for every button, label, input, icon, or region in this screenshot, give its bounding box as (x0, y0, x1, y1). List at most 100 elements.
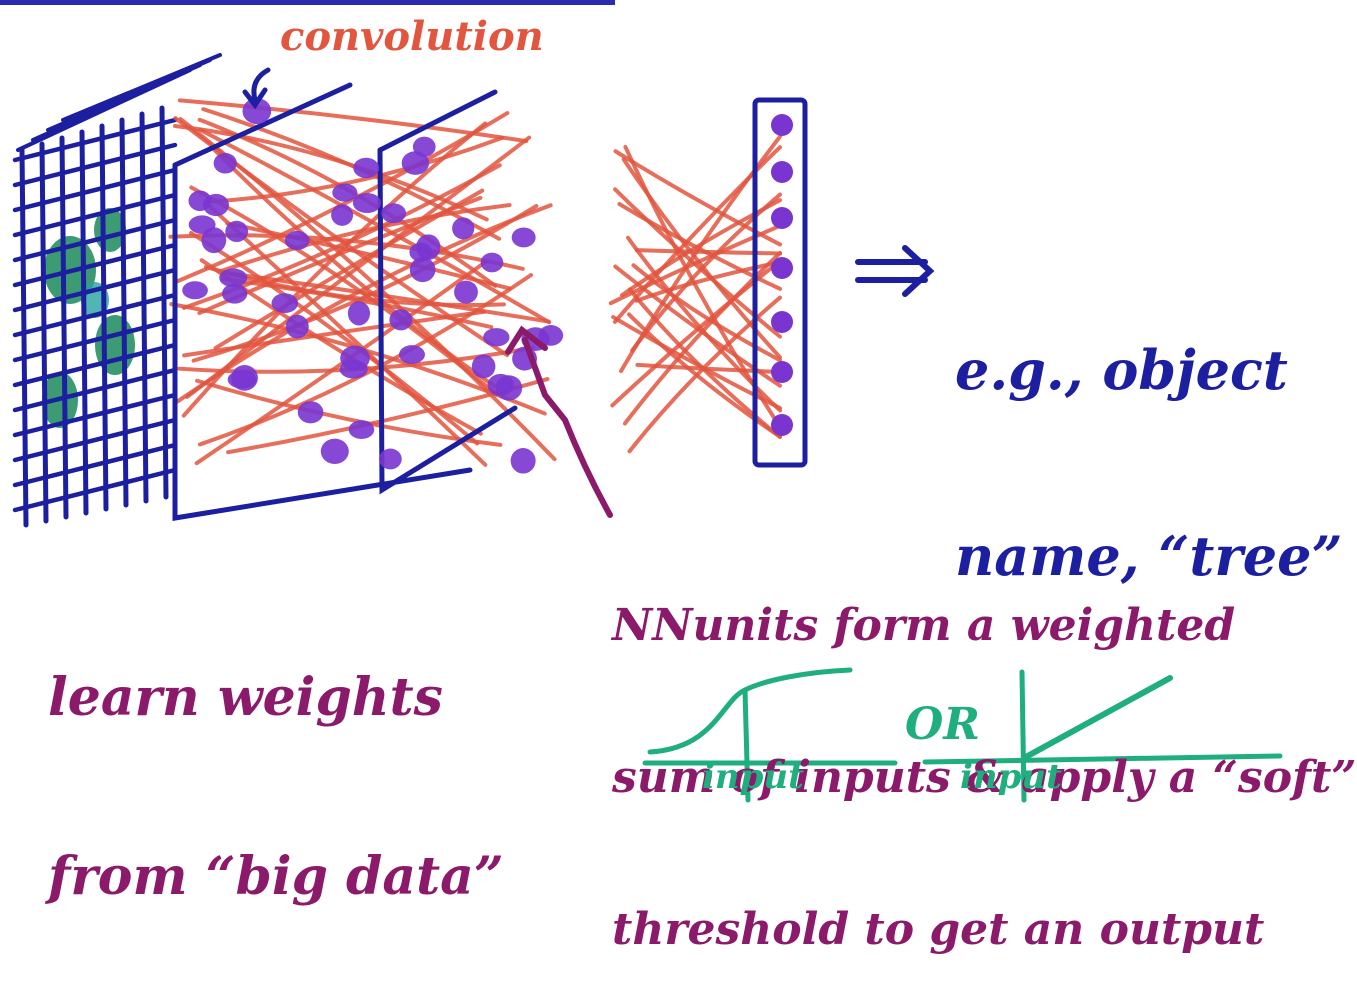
hidden-unit (510, 447, 536, 474)
connection-line (189, 185, 499, 397)
connection-line (620, 198, 782, 298)
hidden-unit (219, 268, 248, 288)
grid-line-vertical (119, 117, 129, 508)
hidden-unit (331, 204, 354, 226)
output-unit (771, 361, 793, 383)
activation-functions (642, 667, 1283, 803)
output-line-1: e.g., object (955, 338, 1288, 403)
grid-line-horizontal (12, 392, 178, 438)
hidden-unit (339, 359, 368, 379)
connection-line (608, 223, 782, 306)
output-unit (771, 114, 793, 136)
grid-line-horizontal (12, 342, 178, 388)
relu-curve (1021, 675, 1173, 761)
connection-line (177, 98, 529, 144)
hidden-unit (231, 364, 258, 391)
layer-planes (172, 82, 518, 521)
hidden-unit (471, 354, 496, 379)
connection-line (622, 251, 782, 426)
connection-line (634, 260, 782, 303)
hidden-units (182, 98, 564, 474)
hidden-unit (213, 152, 237, 174)
learn-line-1: learn weights (48, 666, 443, 728)
grid-line-horizontal (12, 117, 178, 163)
connection-line (613, 264, 782, 388)
connection-lines (168, 98, 782, 467)
hidden-unit (416, 234, 441, 260)
nn-units-note: NNunits form a weighted sum of inputs & … (612, 500, 1357, 1006)
convolution-label: convolution (280, 13, 544, 60)
annotation-arrows (242, 67, 935, 518)
connection-line (206, 135, 505, 204)
hidden-unit (381, 203, 407, 224)
hidden-unit (452, 217, 475, 240)
hidden-unit (538, 325, 564, 346)
hidden-unit (495, 375, 523, 401)
grid-line-horizontal (12, 267, 178, 313)
grid-line-top (61, 53, 222, 122)
hidden-unit (203, 193, 229, 217)
hidden-unit (332, 183, 358, 202)
hidden-unit (401, 151, 430, 175)
hidden-unit (221, 283, 248, 304)
layer-plane-2-top (377, 89, 498, 153)
layer-plane-2 (377, 147, 518, 495)
connection-line (612, 145, 782, 324)
nn-line-3: threshold to get an output (612, 903, 1265, 955)
output-unit (771, 311, 793, 333)
output-unit (771, 161, 793, 183)
grid-line-vertical (39, 141, 49, 524)
connection-line (625, 235, 782, 413)
hidden-unit (242, 98, 272, 125)
grid-line-horizontal (12, 217, 178, 263)
hidden-unit (225, 220, 249, 243)
nn-line-2: sum of inputs & apply a “soft” (612, 751, 1357, 803)
hidden-unit (182, 281, 208, 300)
top-edge-bar (0, 0, 615, 5)
relu-input-label: input (960, 757, 1062, 797)
hidden-unit (285, 314, 309, 339)
hidden-unit (409, 257, 436, 283)
grid-line-horizontal (12, 292, 178, 338)
output-line-2: name, “tree” (955, 524, 1343, 589)
hidden-unit (389, 309, 413, 331)
grid-line-vertical (59, 135, 69, 520)
output-layer-box (752, 97, 808, 468)
connection-line (621, 157, 782, 360)
or-label: OR (905, 699, 980, 750)
nn-units-arrowhead (505, 325, 548, 355)
grid-line-horizontal (12, 467, 178, 513)
connection-line (227, 271, 551, 324)
grid-line-vertical (99, 123, 109, 512)
nn-units-arrow (522, 337, 613, 518)
hidden-unit (284, 230, 310, 251)
output-unit (771, 414, 793, 436)
grid-line-vertical (19, 147, 29, 528)
grid-line-vertical (79, 129, 89, 516)
sigmoid-curve (647, 667, 853, 755)
connection-line (611, 315, 782, 411)
grid-line-vertical (159, 105, 169, 500)
hidden-unit (454, 280, 478, 304)
learn-line-2: from “big data” (48, 845, 504, 907)
grid-line-horizontal (12, 317, 178, 363)
hidden-unit (201, 227, 227, 254)
hidden-unit (297, 401, 324, 424)
hidden-unit (188, 215, 216, 234)
convolution-arrowhead (242, 87, 268, 110)
hidden-unit (511, 227, 536, 248)
learn-weights-note: learn weights from “big data” (48, 548, 504, 967)
output-description: e.g., object name, “tree” (955, 215, 1343, 650)
grid-line-horizontal (12, 192, 178, 238)
output-arrow-shaft (855, 259, 928, 283)
nn-line-1: NNunits form a weighted (612, 600, 1236, 652)
grid-line-horizontal (12, 167, 178, 213)
hidden-unit (320, 438, 349, 464)
input-image-grid (12, 53, 222, 528)
relu-x-axis (922, 753, 1283, 765)
grid-line-vertical (139, 111, 149, 504)
neural-network-diagram (12, 53, 1283, 803)
output-arrowhead (902, 245, 935, 297)
hidden-unit (483, 328, 510, 347)
connection-line (172, 123, 489, 222)
